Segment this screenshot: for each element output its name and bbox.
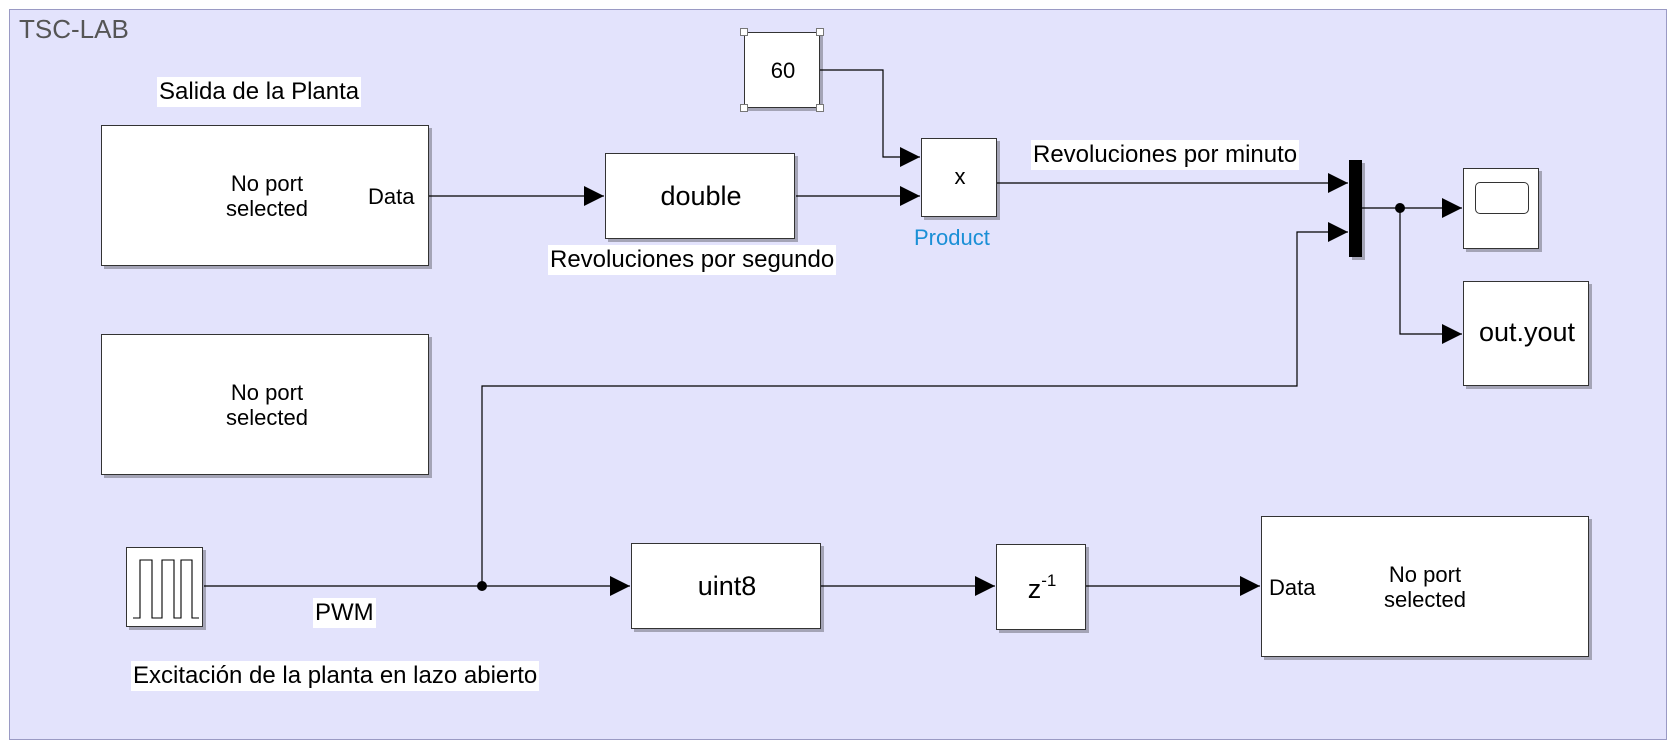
delay-base: z: [1027, 574, 1042, 604]
rx1-status-line1: No port: [230, 171, 304, 196]
rx1-port-label: Data: [368, 184, 415, 209]
delay-exponent: -1: [1041, 571, 1057, 590]
label-rev-por-minuto: Revoluciones por minuto: [1031, 140, 1300, 170]
scope-screen-icon: [1475, 182, 1529, 214]
product-symbol: x: [954, 164, 966, 189]
tx-port-label: Data: [1269, 575, 1316, 600]
constant-value: 60: [770, 58, 796, 83]
line-pwm-to-mux[interactable]: [481, 222, 1348, 586]
to-workspace-variable: out.yout: [1478, 317, 1576, 347]
mux-block[interactable]: [1349, 160, 1362, 257]
scope-block[interactable]: [1463, 168, 1539, 249]
tx-status-line2: selected: [1384, 587, 1466, 612]
line-const-to-product[interactable]: [820, 69, 920, 167]
product-name-label: Product: [914, 225, 990, 250]
pulse-wave-icon: [133, 559, 199, 619]
convert-double-label: double: [660, 181, 742, 211]
to-workspace-block[interactable]: out.yout: [1463, 281, 1589, 386]
line-mux-to-workspace[interactable]: [1399, 208, 1462, 344]
serial-transmit-block[interactable]: Data No port selected: [1261, 516, 1589, 657]
branch-point-mux: [1395, 203, 1405, 213]
area-title: TSC-LAB: [19, 14, 129, 44]
convert-uint8-label: uint8: [697, 571, 757, 601]
selection-handle[interactable]: [740, 28, 748, 36]
constant-block[interactable]: 60: [744, 32, 820, 108]
selection-handle[interactable]: [740, 104, 748, 112]
product-block[interactable]: x: [921, 138, 997, 217]
selection-handle[interactable]: [816, 28, 824, 36]
rx2-status-line2: selected: [226, 405, 308, 430]
rx1-status-line2: selected: [226, 196, 308, 221]
serial-receive-block-1[interactable]: No port selected Data: [101, 125, 429, 266]
tx-status-line1: No port: [1388, 562, 1462, 587]
label-rev-por-segundo: Revoluciones por segundo: [548, 245, 837, 275]
branch-point-pwm: [477, 581, 487, 591]
label-salida-planta: Salida de la Planta: [157, 77, 362, 107]
label-excitacion: Excitación de la planta en lazo abierto: [131, 661, 540, 691]
label-pwm: PWM: [313, 598, 376, 628]
unit-delay-block[interactable]: z-1: [996, 544, 1086, 630]
serial-receive-block-2[interactable]: No port selected: [101, 334, 429, 475]
convert-double-block[interactable]: double: [605, 153, 795, 239]
selection-handle[interactable]: [816, 104, 824, 112]
convert-uint8-block[interactable]: uint8: [631, 543, 821, 629]
pulse-generator-block[interactable]: [126, 547, 203, 627]
rx2-status-line1: No port: [230, 380, 304, 405]
